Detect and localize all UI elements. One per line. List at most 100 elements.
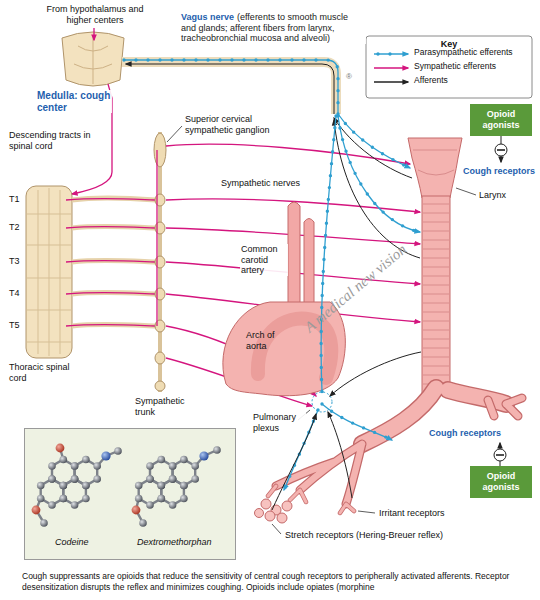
segment-label: T3 xyxy=(9,256,20,266)
vagus-nerve-part xyxy=(124,60,338,114)
label-box: Thoracic spinal cord xyxy=(8,362,74,383)
medulla-part xyxy=(74,36,112,84)
sympathetic-trunk-part xyxy=(154,133,166,167)
label-box: Stretch receptors (Hering-Breuer reflex) xyxy=(284,530,444,541)
alveoli-part xyxy=(282,501,292,511)
larynx-trachea-part xyxy=(413,150,457,175)
legend-line-dots xyxy=(378,52,402,55)
vessel-label: Common carotid artery xyxy=(241,244,278,275)
medulla-part xyxy=(62,32,124,86)
structure-label: Larynx xyxy=(479,190,506,200)
alveoli xyxy=(255,499,293,523)
leader-line-part xyxy=(456,188,476,195)
label-box: Sympathetic nerves xyxy=(220,178,301,189)
source-label: From hypothalamus and higher centers xyxy=(46,4,143,25)
inhibition-arrow xyxy=(494,136,507,466)
alveoli-part xyxy=(265,511,275,521)
legend-text: Parasympathetic efferents xyxy=(414,48,513,58)
legend-title: Key xyxy=(441,39,458,49)
label-box: From hypothalamus and higher centers xyxy=(42,4,148,25)
codeine-molecule-part xyxy=(56,444,65,453)
molecule-inset-part xyxy=(24,428,236,560)
larynx-trachea-part xyxy=(408,138,462,198)
medulla-part xyxy=(93,28,94,40)
codeine-molecule-part xyxy=(32,506,41,515)
codeine-molecule xyxy=(32,444,122,527)
vagus-nerve-part xyxy=(122,62,336,114)
label-group: Vagus nerve(efferents to smooth muscle a… xyxy=(180,12,366,44)
label-box: Descending tracts in spinal cord xyxy=(8,130,102,151)
molecule-inset xyxy=(24,428,236,560)
thoracic-spinal-cord xyxy=(26,186,156,358)
structure-label: Superior cervical sympathetic ganglion xyxy=(185,114,270,135)
dextromethorphan-molecule-part xyxy=(213,446,221,454)
label-box: Cough receptors xyxy=(428,428,502,439)
receptor-label: Cough receptors xyxy=(429,428,501,438)
box-text: Opioid agonists xyxy=(470,468,532,495)
vagus-nerve-part xyxy=(321,116,336,392)
label-box: Superior cervical sympathetic ganglion xyxy=(184,114,292,135)
sympathetic-nerves xyxy=(166,144,420,406)
drug-box: Opioid agonists xyxy=(470,104,532,136)
structure-label: Medulla: cough center xyxy=(37,90,110,113)
sympathetic-trunk-part xyxy=(156,150,157,326)
key-box-part xyxy=(366,36,532,98)
legend-samples xyxy=(374,54,408,82)
structure-inset: Codeine Dextromethorphan xyxy=(24,428,236,560)
drug-name: Codeine xyxy=(55,537,89,548)
vagus-nerve-part xyxy=(330,352,421,396)
vagus-nerve-part xyxy=(328,412,352,498)
segment-label: T5 xyxy=(9,320,20,330)
inhibition-arrow-part xyxy=(501,136,502,144)
legend-text: Afferents xyxy=(414,76,448,86)
codeine-molecule-part xyxy=(101,451,110,460)
vagus-nerve-part xyxy=(126,64,334,114)
thoracic-spinal-cord-part xyxy=(26,186,72,358)
sympathetic-trunk xyxy=(154,132,166,392)
registered-mark: ® xyxy=(346,72,352,81)
label-box: T4 xyxy=(8,288,21,299)
inhibition-arrow-part xyxy=(500,443,501,449)
label-box: Key xyxy=(366,39,532,50)
vagus-nerve xyxy=(122,60,421,510)
larynx-trachea-part xyxy=(423,204,449,384)
structure-label: Sympathetic trunk xyxy=(135,396,185,417)
vagus-nerve-part xyxy=(338,116,420,232)
larynx-trachea xyxy=(408,138,462,394)
dextromethorphan-molecule-part xyxy=(169,456,199,490)
codeine-molecule-part xyxy=(71,456,101,490)
label-box: Sympathetic trunk xyxy=(134,396,196,417)
inhibition-arrow-part xyxy=(494,449,506,461)
larynx-trachea-part xyxy=(422,196,450,394)
label-box: Cough receptors xyxy=(462,166,536,177)
legend-line xyxy=(374,81,408,82)
dextromethorphan-molecule xyxy=(132,446,221,527)
structure-label: Pulmonary plexus xyxy=(253,412,296,433)
dextromethorphan-molecule-part xyxy=(139,519,147,527)
label-box: Arch of aorta xyxy=(246,330,286,351)
vagus-nerve-part xyxy=(338,116,420,232)
vagus-nerve-part xyxy=(334,120,420,258)
label-box: ® xyxy=(346,72,352,81)
vagus-nerve-part xyxy=(321,116,336,392)
inhibition-arrow-part xyxy=(496,454,504,456)
nerve-label: Sympathetic nerves xyxy=(221,178,300,188)
segment-label: T2 xyxy=(9,222,20,232)
inhibition-arrow-part xyxy=(495,144,507,156)
dextromethorphan-molecule-part xyxy=(136,450,217,523)
drug-name: Dextromethorphan xyxy=(137,537,212,548)
figure-caption: Cough suppressants are opioids that redu… xyxy=(22,571,534,592)
sympathetic-trunk-part xyxy=(155,381,165,391)
vagus-nerve-part xyxy=(334,118,412,178)
alveoli-part xyxy=(261,499,271,509)
segment-label: T1 xyxy=(9,194,20,204)
key-box xyxy=(366,36,532,98)
watermark: A medical new vision xyxy=(301,241,409,335)
label-box: Irritant receptors xyxy=(378,508,446,519)
label-box: T1 xyxy=(8,194,21,205)
label-box: Medulla: cough center xyxy=(36,90,112,113)
segment-label: T4 xyxy=(9,288,20,298)
label-box: Larynx xyxy=(478,190,507,201)
dextromethorphan-molecule-part xyxy=(132,506,141,515)
